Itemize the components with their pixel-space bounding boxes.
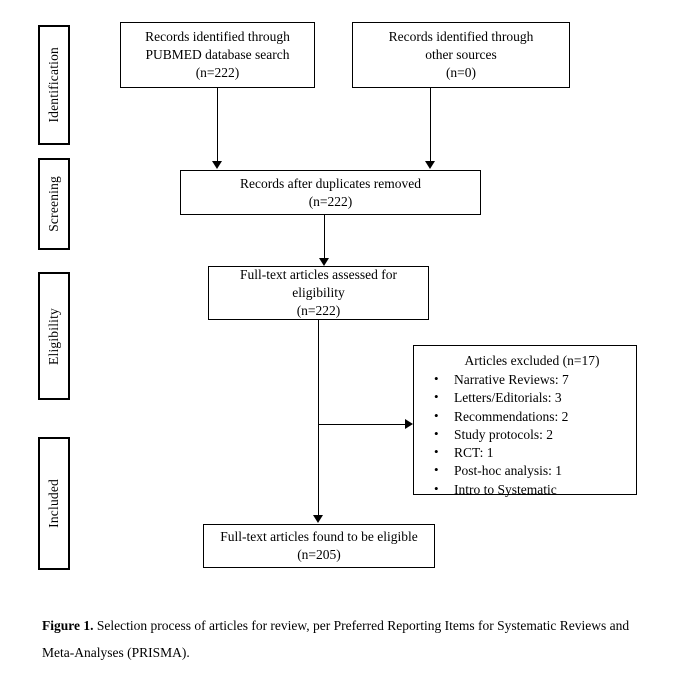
box-records-identified-other-line1: Records identified through	[388, 29, 534, 45]
arrowhead-database-to-duplicates	[212, 161, 222, 169]
stage-label-eligibility-text: Eligibility	[46, 307, 62, 365]
box-fulltext-assessed-count: (n=222)	[296, 302, 341, 318]
box-fulltext-assessed-line2: eligibility	[292, 285, 345, 301]
stage-label-included-text: Included	[46, 479, 62, 528]
box-fulltext-eligible: Full-text articles found to be eligible …	[203, 524, 435, 568]
box-fulltext-assessed: Full-text articles assessed for eligibil…	[208, 266, 429, 320]
arrowhead-fulltext-to-eligible	[313, 515, 323, 523]
excluded-reason-item: Letters/Editorials: 3	[434, 388, 632, 407]
connector-duplicates-to-fulltext	[324, 215, 325, 259]
stage-label-screening-text: Screening	[46, 176, 62, 232]
box-records-after-duplicates: Records after duplicates removed (n=222)	[180, 170, 481, 215]
stage-label-identification: Identification	[38, 25, 70, 145]
stage-label-screening: Screening	[38, 158, 70, 250]
excluded-reason-item: Intro to Systematic	[434, 480, 632, 499]
box-fulltext-assessed-line1: Full-text articles assessed for	[239, 267, 398, 283]
excluded-reason-item: Study protocols: 2	[434, 425, 632, 444]
connector-database-to-duplicates	[217, 88, 218, 162]
stage-label-identification-text: Identification	[46, 47, 62, 123]
figure-caption: Figure 1. Selection process of articles …	[42, 612, 632, 666]
box-records-after-duplicates-count: (n=222)	[308, 193, 353, 209]
box-articles-excluded-title: Articles excluded (n=17)	[464, 353, 600, 368]
box-records-identified-database-count: (n=222)	[195, 64, 240, 80]
box-records-identified-other-line2: other sources	[425, 47, 497, 63]
arrowhead-other-to-duplicates	[425, 161, 435, 169]
box-records-identified-database-line1: Records identified through	[145, 29, 290, 45]
excluded-reason-item: Narrative Reviews: 7	[434, 370, 632, 389]
excluded-reasons-list: Narrative Reviews: 7 Letters/Editorials:…	[418, 370, 632, 499]
box-fulltext-eligible-count: (n=205)	[297, 547, 341, 562]
excluded-reason-item: Recommendations: 2	[434, 407, 632, 426]
connector-other-to-duplicates	[430, 88, 431, 162]
box-records-identified-other-count: (n=0)	[445, 64, 477, 80]
box-fulltext-eligible-line1: Full-text articles found to be eligible	[220, 529, 418, 545]
excluded-reason-item: Post-hoc analysis: 1	[434, 461, 632, 480]
connector-fulltext-to-excluded	[319, 424, 406, 425]
stage-label-eligibility: Eligibility	[38, 272, 70, 400]
box-records-after-duplicates-line1: Records after duplicates removed	[239, 175, 422, 191]
figure-caption-label: Figure 1.	[42, 618, 94, 633]
excluded-reason-item: RCT: 1	[434, 443, 632, 462]
box-articles-excluded: Articles excluded (n=17) Narrative Revie…	[413, 345, 637, 497]
arrowhead-duplicates-to-fulltext	[319, 258, 329, 266]
connector-fulltext-to-eligible	[318, 320, 319, 516]
box-records-identified-database: Records identified through PUBMED databa…	[120, 22, 315, 88]
box-records-identified-database-line2: PUBMED database search	[145, 47, 290, 63]
box-records-identified-other: Records identified through other sources…	[352, 22, 570, 88]
figure-caption-text: Selection process of articles for review…	[42, 618, 630, 660]
arrowhead-fulltext-to-excluded	[405, 419, 413, 429]
stage-label-included: Included	[38, 437, 70, 570]
